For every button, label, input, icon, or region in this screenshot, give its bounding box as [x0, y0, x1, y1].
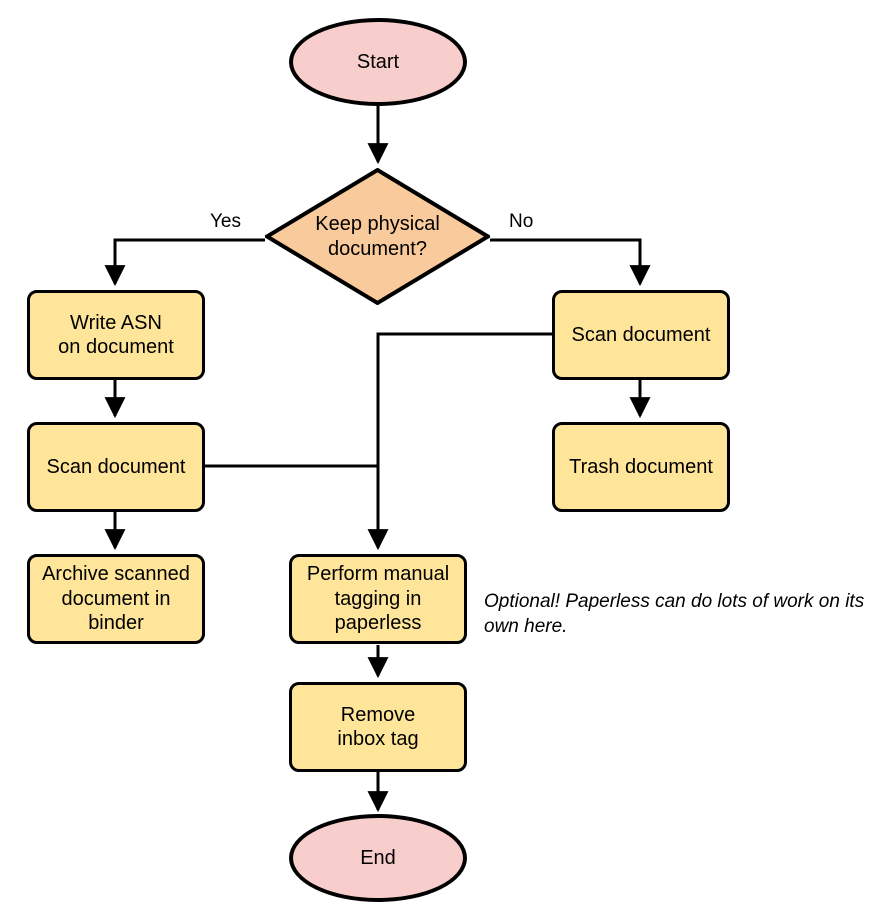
annotation-optional-note: Optional! Paperless can do lots of work … — [484, 591, 865, 637]
node-end[interactable]: End — [289, 814, 467, 902]
edge-label-yes: Yes — [210, 211, 241, 232]
node-scan-document-left[interactable]: Scan document — [27, 422, 205, 512]
node-write-asn-label: Write ASN on document — [58, 311, 174, 358]
edge-decision-yes — [104, 238, 265, 287]
edge-decision-no — [490, 238, 651, 287]
node-perform-manual-tagging[interactable]: Perform manual tagging in paperless — [289, 554, 467, 644]
node-decision-label: Keep physical document? — [315, 213, 440, 260]
diamond-shape-icon — [265, 168, 490, 305]
node-scan-document-right-label: Scan document — [571, 323, 711, 346]
node-remove-inbox-tag[interactable]: Remove inbox tag — [289, 682, 467, 772]
node-start[interactable]: Start — [289, 18, 467, 106]
node-trash-document[interactable]: Trash document — [552, 422, 730, 512]
node-tagging-label: Perform manual tagging in paperless — [306, 563, 450, 635]
node-trash-document-label: Trash document — [569, 455, 713, 478]
node-archive-label: Archive scanned document in binder — [42, 563, 190, 635]
node-end-label: End — [360, 846, 396, 869]
node-remove-inbox-tag-label: Remove inbox tag — [337, 703, 419, 750]
node-scan-document-left-label: Scan document — [46, 455, 186, 478]
node-start-label: Start — [356, 50, 400, 73]
node-archive-scanned-document[interactable]: Archive scanned document in binder — [27, 554, 205, 644]
node-scan-document-right[interactable]: Scan document — [552, 290, 730, 380]
node-decision-keep-physical-document[interactable]: Keep physical document? — [265, 168, 490, 305]
node-write-asn-on-document[interactable]: Write ASN on document — [27, 290, 205, 380]
edge-label-no: No — [509, 211, 534, 232]
edge-scanright-to-tagging — [367, 332, 552, 551]
